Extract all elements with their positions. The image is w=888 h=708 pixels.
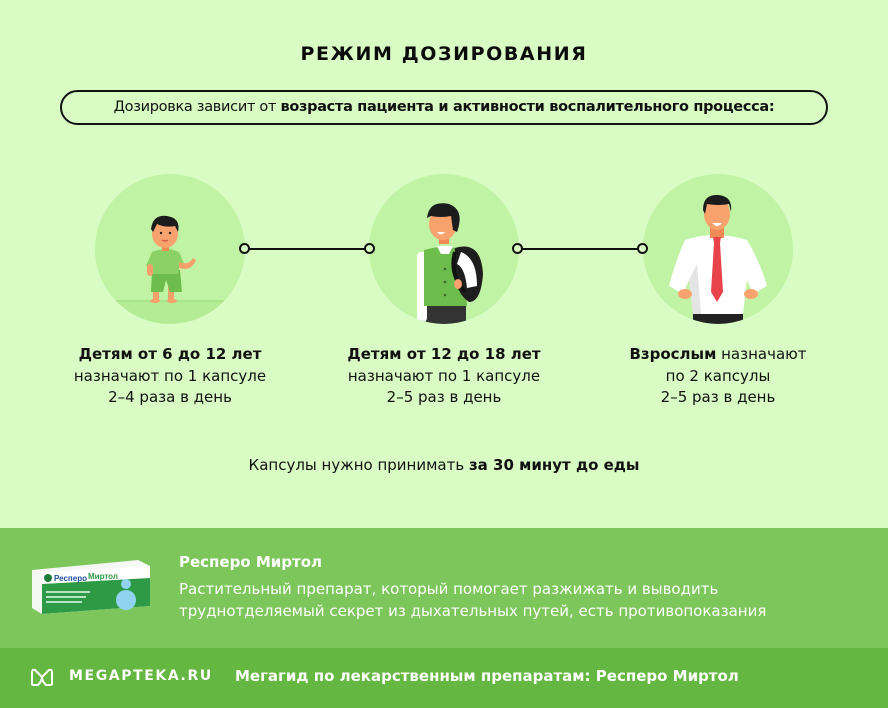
note-prefix: Капсулы нужно принимать: [248, 456, 469, 474]
group-dose: назначают по 1 капсуле: [73, 366, 267, 385]
timeline-node: [637, 243, 648, 254]
timeline-connector: [522, 248, 638, 250]
child-illustration: [95, 174, 245, 324]
dosage-children-6-12: Детям от 6 до 12 лет назначают по 1 капс…: [30, 344, 310, 409]
product-package-image: Респеро Миртол: [32, 560, 150, 614]
page-title: РЕЖИМ ДОЗИРОВАНИЯ: [300, 43, 588, 65]
group-heading-rest: назначают: [716, 345, 807, 363]
child-icon: [95, 215, 245, 324]
intake-note: Капсулы нужно принимать за 30 минут до е…: [0, 456, 888, 474]
intro-emphasis: возраста пациента и активности воспалите…: [280, 99, 775, 115]
dosage-adults: Взрослым назначают по 2 капсулы 2–5 раз …: [578, 344, 858, 409]
group-heading: Детям от 12 до 18 лет: [347, 345, 541, 363]
teen-with-backpack-icon: [417, 203, 483, 324]
brand-link[interactable]: MEGAPTEKA.RU: [69, 668, 213, 684]
group-frequency: 2–4 раза в день: [108, 388, 232, 406]
adult-illustration: [643, 174, 793, 324]
product-description: Растительный препарат, который помогает …: [179, 580, 767, 620]
product-band: Респеро Миртол Респеро Миртол Растительн…: [0, 528, 888, 648]
group-frequency: 2–5 раз в день: [386, 388, 502, 406]
footer-tagline: Мегагид по лекарственным препаратам: Рес…: [235, 667, 739, 685]
note-emphasis: за 30 минут до еды: [468, 456, 640, 474]
group-frequency: 2–5 раз в день: [660, 388, 776, 406]
adult-man-icon: [669, 194, 767, 324]
timeline-node: [364, 243, 375, 254]
intro-prefix: Дозировка зависит от: [113, 99, 281, 115]
group-heading: Взрослым: [629, 345, 717, 363]
svg-text:Миртол: Миртол: [88, 572, 118, 581]
dosage-intro-banner: Дозировка зависит от возраста пациента и…: [60, 90, 828, 125]
timeline-connector: [249, 248, 365, 250]
group-dose: назначают по 1 капсуле: [347, 366, 541, 385]
teen-illustration: [369, 174, 519, 324]
footer-band: MEGAPTEKA.RU Мегагид по лекарственным пр…: [0, 648, 888, 708]
svg-text:Респеро: Респеро: [54, 574, 87, 583]
group-dose: по 2 капсулы: [665, 366, 771, 385]
group-heading: Детям от 6 до 12 лет: [78, 345, 262, 363]
product-name: Респеро Миртол: [179, 553, 323, 571]
megapteka-logo-icon[interactable]: [29, 667, 55, 687]
dosage-children-12-18: Детям от 12 до 18 лет назначают по 1 кап…: [304, 344, 584, 409]
